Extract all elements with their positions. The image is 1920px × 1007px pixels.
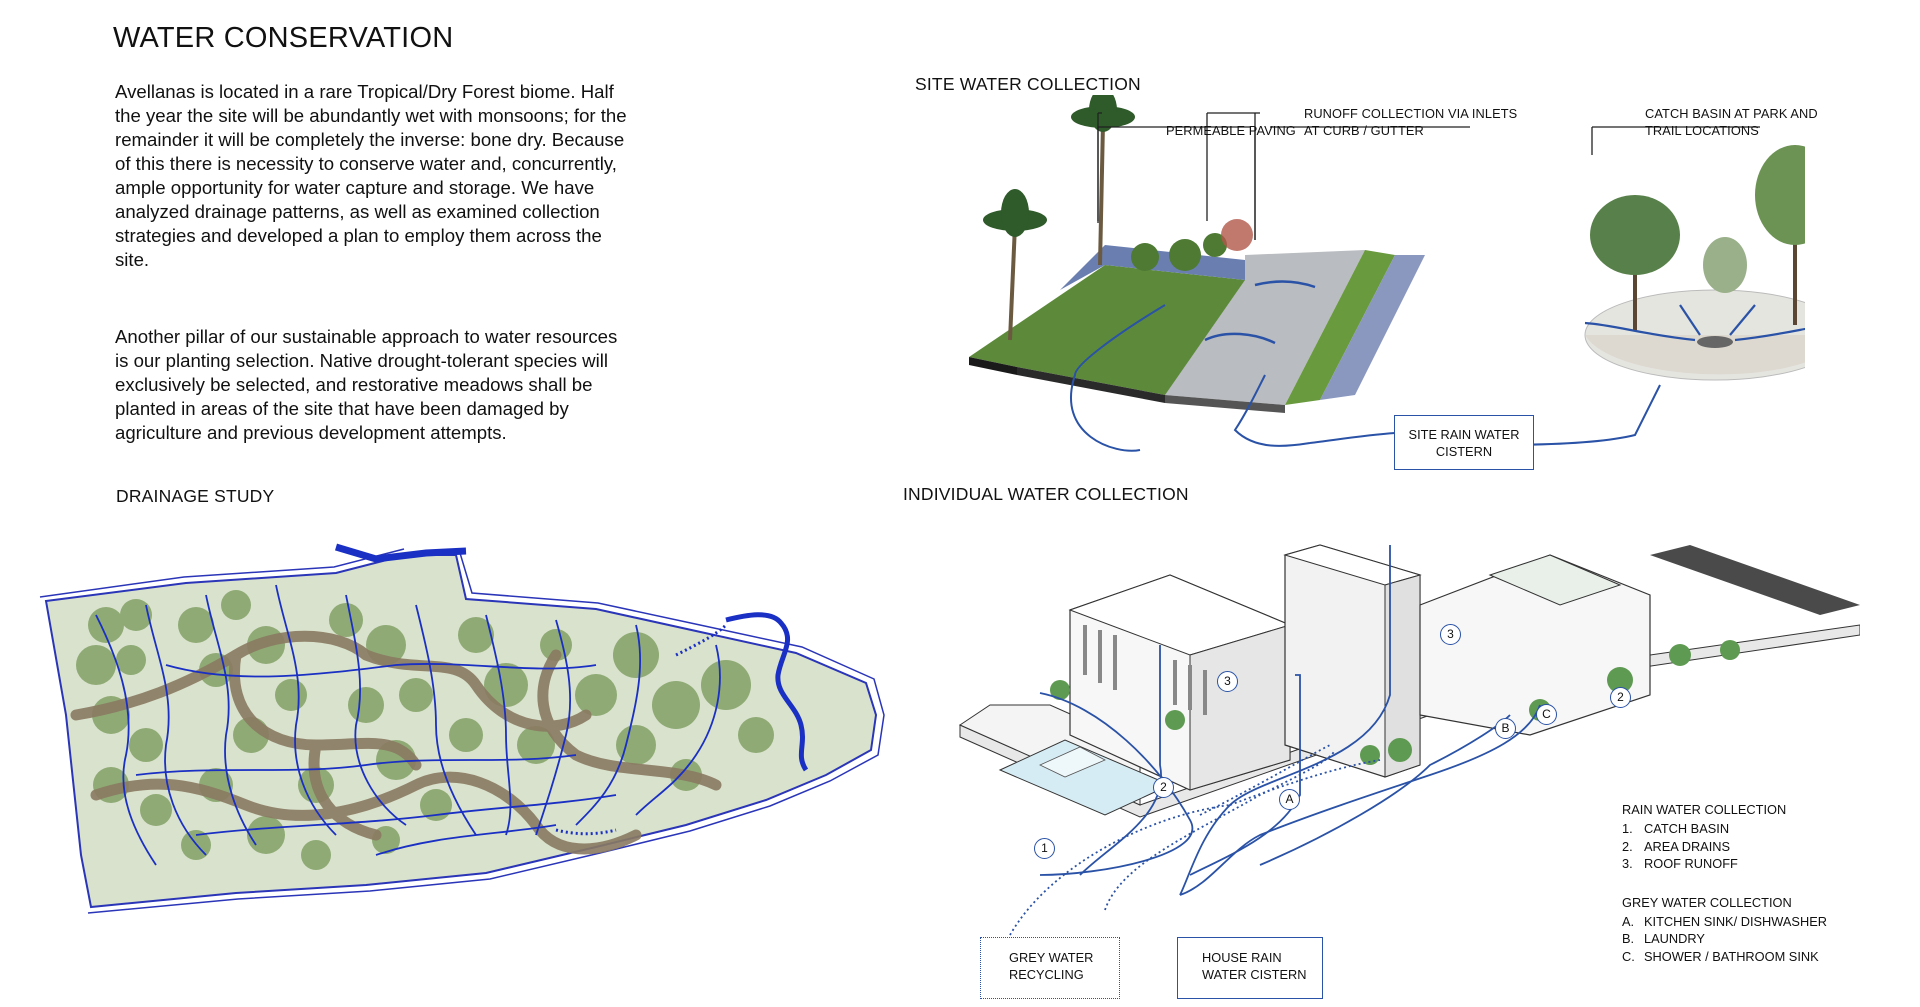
legend: RAIN WATER COLLECTION 1.CATCH BASIN 2.AR… [1622, 802, 1827, 965]
site-cistern-box: SITE RAIN WATER CISTERN [1394, 415, 1534, 470]
house-box-line1: HOUSE RAIN [1202, 950, 1282, 965]
legend-rain-item: 1.CATCH BASIN [1622, 821, 1730, 836]
legend-grey-heading: GREY WATER COLLECTION [1622, 894, 1792, 910]
label-permeable-paving: PERMEABLE PAVING [1166, 123, 1296, 138]
marker-1: 1 [1034, 838, 1055, 859]
legend-grey-item: A.KITCHEN SINK/ DISHWASHER [1622, 913, 1827, 929]
grey-water-recycling-box: GREY WATER RECYCLING [980, 937, 1120, 999]
marker-B: B [1495, 718, 1516, 739]
marker-C: C [1536, 704, 1557, 725]
trail-network [70, 630, 722, 855]
drainage-lines [95, 584, 721, 866]
grey-box-line1: GREY WATER [1009, 950, 1094, 965]
legend-rain-item: 2.AREA DRAINS [1622, 838, 1731, 854]
legend-rain-heading: RAIN WATER COLLECTION [1622, 802, 1787, 817]
legend-rain-item: 3.ROOF RUNOFF [1622, 856, 1738, 871]
intro-paragraph-2: Another pillar of our sustainable approa… [115, 326, 618, 443]
legend-grey-item: B.LAUNDRY [1622, 931, 1705, 946]
legend-grey-item: C.SHOWER / BATHROOM SINK [1622, 948, 1819, 964]
intro-paragraph-1: Avellanas is located in a rare Tropical/… [115, 81, 627, 270]
house-axonometric-diagram [958, 544, 1860, 936]
marker-2-right: 2 [1610, 687, 1631, 708]
house-box-line2: WATER CISTERN [1202, 967, 1307, 982]
site-cistern-line2: CISTERN [1435, 444, 1493, 459]
marker-2-left: 2 [1153, 777, 1174, 798]
site-collection-heading: SITE WATER COLLECTION [915, 74, 1141, 94]
deciduous-trees [1590, 145, 1805, 330]
house-rain-cistern-box: HOUSE RAIN WATER CISTERN [1177, 937, 1323, 999]
label-catch-line2: TRAIL LOCATIONS [1645, 123, 1759, 138]
page-title: WATER CONSERVATION [113, 22, 454, 54]
drainage-study-map [39, 543, 885, 914]
individual-collection-heading: INDIVIDUAL WATER COLLECTION [903, 484, 1189, 504]
site-collection-diagram [969, 95, 1805, 452]
label-runoff-line2: AT CURB / GUTTER [1304, 123, 1424, 138]
marker-3-right: 3 [1440, 624, 1461, 645]
label-runoff-line1: RUNOFF COLLECTION VIA INLETS [1304, 106, 1518, 121]
site-cistern-line1: SITE RAIN WATER [1408, 427, 1520, 442]
palm-trees [983, 95, 1135, 341]
grey-box-line2: RECYCLING [1009, 967, 1084, 982]
creek [725, 612, 809, 772]
marker-3-left: 3 [1217, 671, 1238, 692]
label-catch-line1: CATCH BASIN AT PARK AND [1645, 106, 1818, 121]
marker-A: A [1279, 789, 1300, 810]
drainage-study-heading: DRAINAGE STUDY [116, 486, 275, 506]
